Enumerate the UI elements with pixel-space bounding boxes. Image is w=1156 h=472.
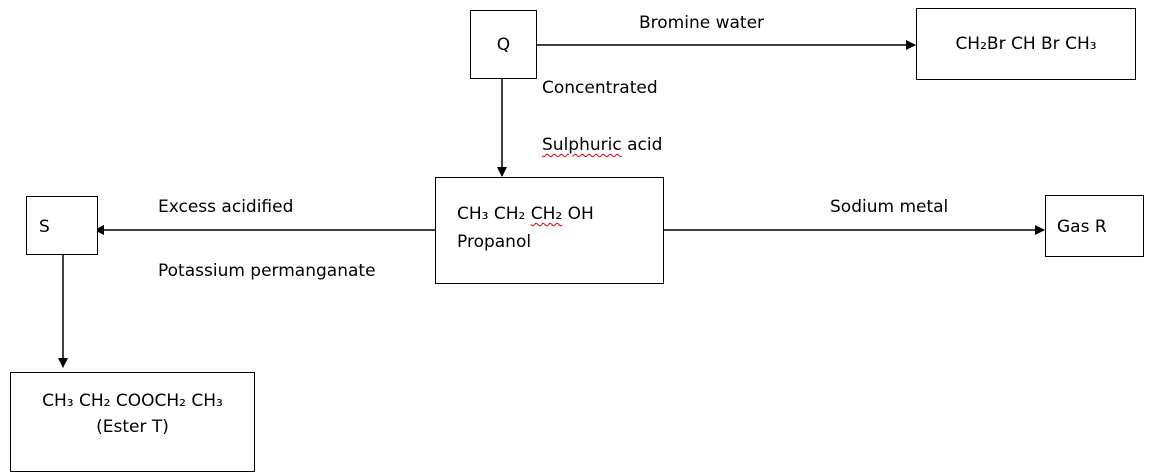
node-ester-formula: CH₃ CH₂ COOCH₂ CH₃ <box>11 391 254 411</box>
ester-formula-end: CH₂ CH₃ <box>154 391 223 411</box>
node-dibromide-label: CH₂Br CH Br CH₃ <box>955 34 1097 54</box>
propanol-formula-ch2: CH₂ <box>530 204 563 224</box>
node-gas-r: Gas R <box>1045 195 1144 257</box>
node-gas-r-label: Gas R <box>1057 217 1107 237</box>
node-propanol: CH₃ CH₂ CH₂ OH Propanol <box>435 177 664 284</box>
reagent-acid-word: acid <box>621 135 663 155</box>
ester-formula-o: O <box>141 391 155 411</box>
node-propanol-formula: CH₃ CH₂ CH₂ OH <box>457 204 594 224</box>
reagent-sulphuric-word: Sulphuric <box>542 135 622 155</box>
node-q: Q <box>470 10 537 79</box>
propanol-formula-start: CH₃ CH₂ <box>457 204 531 224</box>
propanol-formula-end: OH <box>562 204 594 224</box>
reagent-concentrated: Concentrated <box>542 78 658 98</box>
node-ester-name: (Ester T) <box>96 417 169 437</box>
reagent-excess-acidified: Excess acidified <box>158 197 294 217</box>
reagent-potassium-permanganate: Potassium permanganate <box>158 261 376 281</box>
reagent-sodium-metal: Sodium metal <box>830 197 949 217</box>
node-s: S <box>26 196 98 255</box>
reagent-sulphuric-acid: Sulphuric acid <box>542 135 662 155</box>
node-q-label: Q <box>496 35 511 55</box>
reagent-bromine-water: Bromine water <box>639 13 765 33</box>
node-propanol-name: Propanol <box>457 232 532 252</box>
node-ester-t: CH₃ CH₂ COOCH₂ CH₃ (Ester T) <box>10 372 255 472</box>
node-dibromide: CH₂Br CH Br CH₃ <box>916 8 1136 80</box>
ester-formula-start: CH₃ CH₂ CO <box>42 391 142 411</box>
node-s-label: S <box>39 217 50 237</box>
